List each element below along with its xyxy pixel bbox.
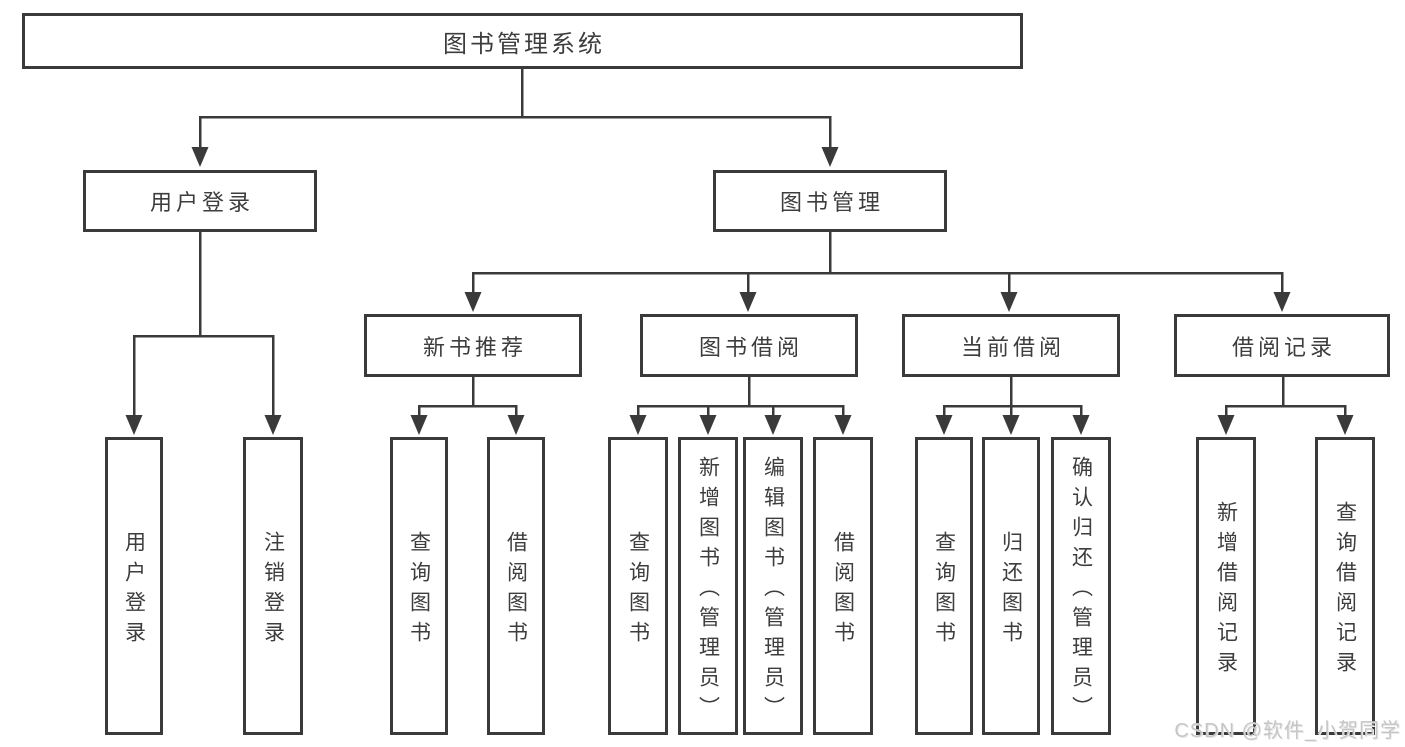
node-label: 查询借阅记录 [1333, 500, 1357, 681]
node-label: 借阅图书 [831, 530, 855, 651]
node-user-login: 用户登录 [83, 170, 317, 232]
node-borrowing-records: 借阅记录 [1174, 314, 1390, 377]
node-label: 用户登录 [122, 530, 146, 651]
leaf-query-borrow-record: 查询借阅记录 [1315, 437, 1375, 735]
leaf-query-books-current: 查询图书 [915, 437, 973, 735]
node-label: 新增借阅记录 [1214, 500, 1238, 681]
node-label: 图书管理 [779, 190, 884, 215]
csdn-watermark: CSDN @软件_小贺同学 [1174, 720, 1401, 742]
leaf-add-borrow-record: 新增借阅记录 [1196, 437, 1256, 735]
node-label: 新书推荐 [422, 334, 527, 360]
node-label: 编辑图书（管理员） [761, 455, 785, 726]
leaf-query-books-recommend: 查询图书 [390, 437, 448, 735]
leaf-confirm-return-admin: 确认归还（管理员） [1051, 437, 1111, 735]
node-label: 用户登录 [149, 190, 254, 215]
node-label: 新增图书（管理员） [696, 455, 720, 726]
node-label: 图书管理系统 [443, 30, 605, 58]
node-label: 借阅图书 [504, 530, 528, 651]
node-label: 归还图书 [999, 530, 1023, 651]
node-new-book-recommendation: 新书推荐 [364, 314, 582, 377]
node-label: 确认归还（管理员） [1069, 455, 1093, 726]
leaf-borrow-books-recommend: 借阅图书 [487, 437, 545, 735]
leaf-edit-books-admin: 编辑图书（管理员） [743, 437, 803, 735]
node-label: 查询图书 [626, 530, 650, 651]
node-book-management: 图书管理 [713, 170, 947, 232]
leaf-user-login: 用户登录 [105, 437, 163, 735]
node-label: 注销登录 [261, 530, 285, 651]
leaf-return-books: 归还图书 [982, 437, 1040, 735]
arrowhead-icons [125, 147, 1354, 435]
node-label: 图书借阅 [698, 334, 803, 360]
leaf-query-books-borrowing: 查询图书 [608, 437, 668, 735]
node-label: 当前借阅 [960, 334, 1065, 360]
node-label: 查询图书 [407, 530, 431, 651]
node-book-borrowing: 图书借阅 [640, 314, 858, 377]
leaf-add-books-admin: 新增图书（管理员） [678, 437, 738, 735]
node-label: 查询图书 [932, 530, 956, 651]
leaf-logout: 注销登录 [243, 437, 303, 735]
node-label: 借阅记录 [1231, 334, 1336, 360]
leaf-borrow-books: 借阅图书 [813, 437, 873, 735]
node-current-borrowing: 当前借阅 [902, 314, 1120, 377]
node-library-management-system: 图书管理系统 [22, 13, 1023, 69]
